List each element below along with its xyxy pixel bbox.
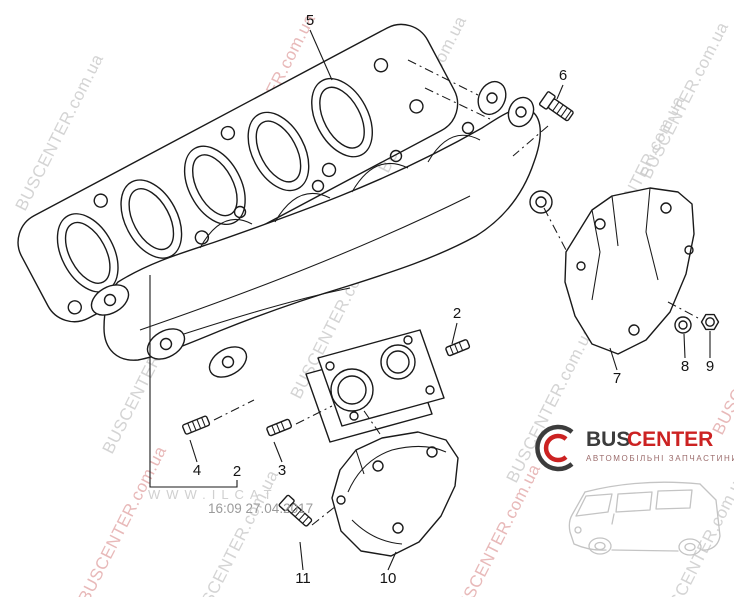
logo-text-center: CENTER <box>627 428 713 451</box>
watermark-text: BUSCENTER.com.ua <box>449 461 545 597</box>
callout-5: 5 <box>306 12 314 29</box>
heat-shield-lower <box>331 431 459 557</box>
logo-text-bus: BUS <box>586 428 630 451</box>
logo-mark-outer-arc <box>535 424 574 472</box>
bolt-6 <box>538 91 574 122</box>
stud-3 <box>266 418 293 437</box>
callout-10: 10 <box>380 570 397 587</box>
heat-shield-upper <box>564 187 695 355</box>
assembly-lines <box>213 59 699 526</box>
stud-4 <box>182 415 211 435</box>
buscenter-logo: BUS CENTER АВТОМОБІЛЬНІ ЗАПЧАСТИНИ <box>535 424 734 472</box>
callout-labels: 5 6 2 4 2 3 7 8 9 10 11 <box>193 12 714 587</box>
callout-2a: 2 <box>453 305 461 322</box>
callout-2b: 2 <box>233 463 241 480</box>
stamp-site-text: WWW.ILCAT <box>148 487 278 502</box>
stud-2 <box>445 339 471 357</box>
washer-8 <box>674 316 692 334</box>
leader-lines <box>149 29 711 571</box>
callout-11: 11 <box>295 570 311 587</box>
exhaust-manifold <box>90 80 553 378</box>
logo-subtitle: АВТОМОБІЛЬНІ ЗАПЧАСТИНИ <box>586 454 734 463</box>
callout-9: 9 <box>706 358 714 375</box>
watermark-text: BUSCENTER.com.ua <box>637 19 733 182</box>
callout-3: 3 <box>278 462 286 479</box>
watermark-text: BUSCENTER.com.ua <box>709 275 734 438</box>
van-sketch <box>568 481 721 556</box>
stamp-datetime: 16:09 27.04.2017 <box>208 501 313 516</box>
bolt-11 <box>278 494 313 527</box>
manifold-feet <box>90 284 248 378</box>
callout-8: 8 <box>681 358 689 375</box>
logo-mark-inner-arc <box>543 433 568 463</box>
watermark-text: BUSCENTER.com.ua <box>75 443 171 597</box>
manifold-flange-ears <box>477 80 553 214</box>
callout-7: 7 <box>613 370 621 387</box>
watermark-text: BUSCENTER.com.ua <box>503 323 599 486</box>
nut-9 <box>700 313 720 331</box>
callout-4: 4 <box>193 462 201 479</box>
watermark-text: BUSCENTER.com.ua <box>655 469 734 597</box>
flange-plate <box>305 329 445 443</box>
callout-6: 6 <box>559 67 567 84</box>
